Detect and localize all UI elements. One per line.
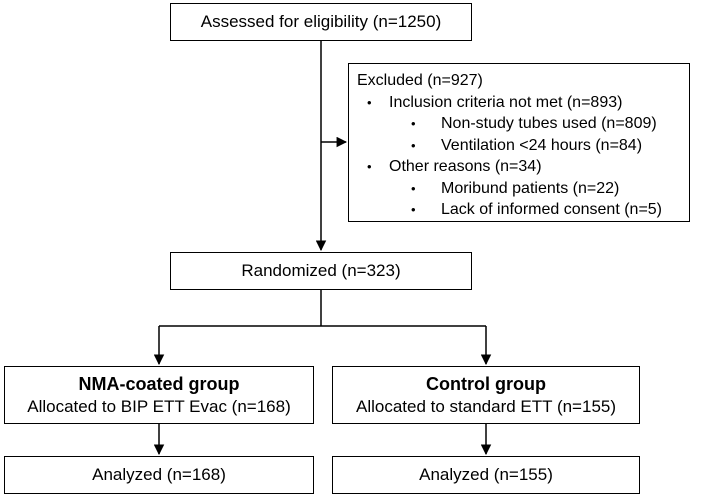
control-group-detail: Allocated to standard ETT (n=155) xyxy=(355,396,617,416)
excluded-box: Excluded (n=927) Inclusion criteria not … xyxy=(348,63,690,222)
excluded-title: Excluded (n=927) xyxy=(357,72,483,89)
excluded-group-label: Inclusion criteria not met (n=893) xyxy=(389,93,623,111)
assessed-box: Assessed for eligibility (n=1250) xyxy=(170,3,472,41)
nma-group-box: NMA-coated group Allocated to BIP ETT Ev… xyxy=(4,366,314,424)
excluded-item: Non-study tubes used (n=809) xyxy=(411,113,681,135)
analyzed-control-label: Analyzed (n=155) xyxy=(419,465,553,485)
excluded-sublist: Non-study tubes used (n=809) Ventilation… xyxy=(389,113,681,156)
excluded-sublist: Moribund patients (n=22) Lack of informe… xyxy=(389,178,681,221)
excluded-item: Moribund patients (n=22) xyxy=(411,178,681,200)
excluded-item: Ventilation <24 hours (n=84) xyxy=(411,135,681,157)
analyzed-nma-box: Analyzed (n=168) xyxy=(4,456,314,494)
excluded-group-label: Other reasons (n=34) xyxy=(389,158,542,175)
nma-group-detail: Allocated to BIP ETT Evac (n=168) xyxy=(27,396,291,416)
nma-group-title: NMA-coated group xyxy=(78,374,240,395)
excluded-group-inclusion: Inclusion criteria not met (n=893) Non-s… xyxy=(367,92,681,157)
analyzed-control-box: Analyzed (n=155) xyxy=(332,456,640,494)
assessed-label: Assessed for eligibility (n=1250) xyxy=(200,12,442,32)
randomized-label: Randomized (n=323) xyxy=(241,261,401,281)
analyzed-nma-label: Analyzed (n=168) xyxy=(92,465,226,485)
excluded-item: Lack of informed consent (n=5) xyxy=(411,199,681,221)
control-group-title: Control group xyxy=(426,374,546,395)
randomized-box: Randomized (n=323) xyxy=(170,252,472,290)
excluded-list: Inclusion criteria not met (n=893) Non-s… xyxy=(357,92,681,221)
excluded-group-other: Other reasons (n=34) Moribund patients (… xyxy=(367,156,681,221)
control-group-box: Control group Allocated to standard ETT … xyxy=(332,366,640,424)
